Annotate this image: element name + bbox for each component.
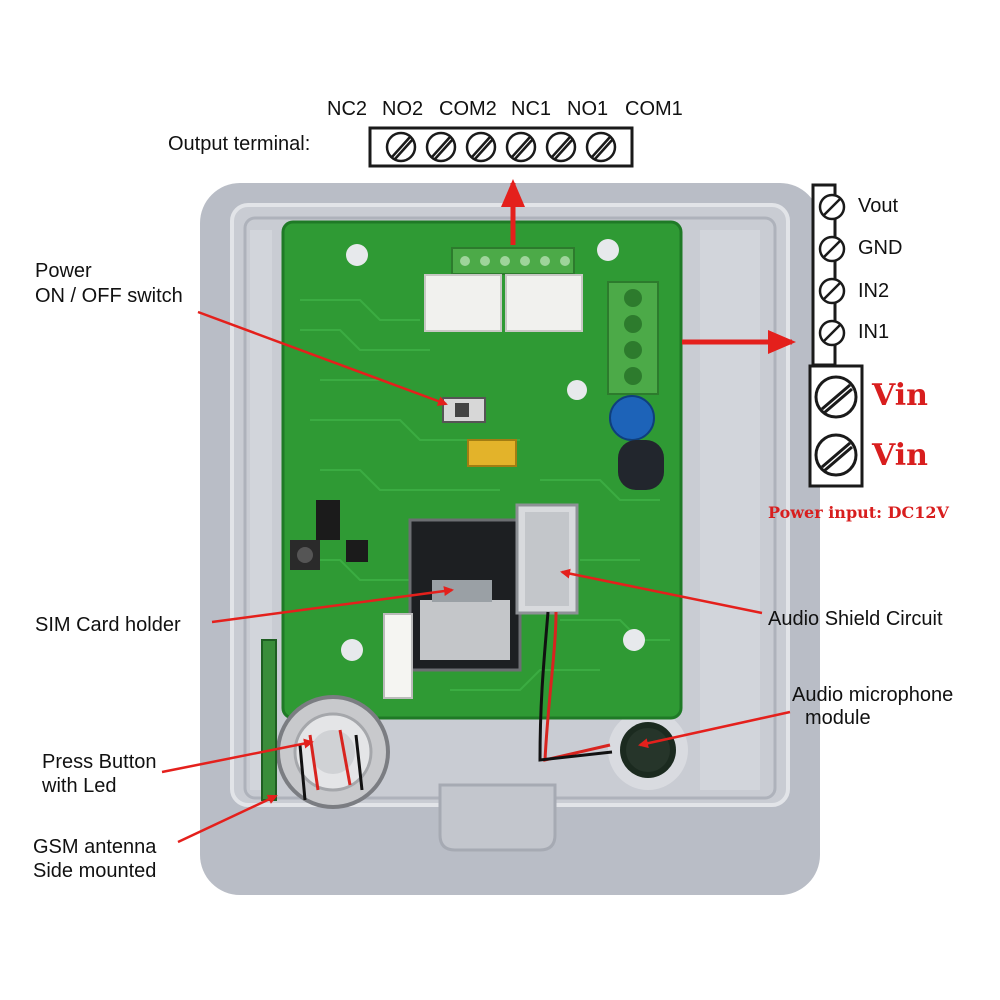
power-input-note: Power input: DC12V (768, 503, 949, 522)
pin-label: COM1 (625, 98, 683, 120)
output-terminal-label: Output terminal: (168, 133, 311, 155)
input-pin-in1: IN1 (858, 321, 890, 343)
microphone-label-2: module (805, 707, 871, 729)
pin-label: NC1 (511, 98, 552, 120)
pin-label: COM2 (439, 98, 497, 120)
relay-1 (424, 274, 502, 332)
vin-label-1: Vin (872, 378, 928, 413)
input-terminal-block (808, 183, 864, 488)
case-clip (438, 783, 557, 852)
audio-shield-label: Audio Shield Circuit (768, 608, 943, 630)
antenna-label-2: Side mounted (33, 860, 157, 882)
sim-holder-label: SIM Card holder (35, 614, 181, 636)
antenna-label-1: GSM antenna (33, 836, 157, 858)
pin-label: NO1 (567, 98, 609, 120)
pin-label: NC2 (327, 98, 368, 120)
input-pin-in2: IN2 (858, 280, 890, 302)
output-terminal-block (368, 126, 634, 168)
output-pin-labels: NC2 NO2 COM2 NC1 NO1 COM1 (327, 98, 697, 124)
power-switch-label-2: ON / OFF switch (35, 285, 183, 307)
input-pin-gnd: GND (858, 237, 903, 259)
press-button-label-1: Press Button (42, 751, 157, 773)
press-button-label-2: with Led (42, 775, 117, 797)
input-pin-vout: Vout (858, 195, 899, 217)
gsm-antenna (261, 639, 277, 801)
pin-label: NO2 (382, 98, 424, 120)
relay-2 (505, 274, 583, 332)
screw-icon (385, 131, 617, 163)
power-switch-label-1: Power (35, 260, 92, 282)
vin-label-2: Vin (872, 438, 928, 473)
microphone-label-1: Audio microphone (792, 684, 954, 706)
